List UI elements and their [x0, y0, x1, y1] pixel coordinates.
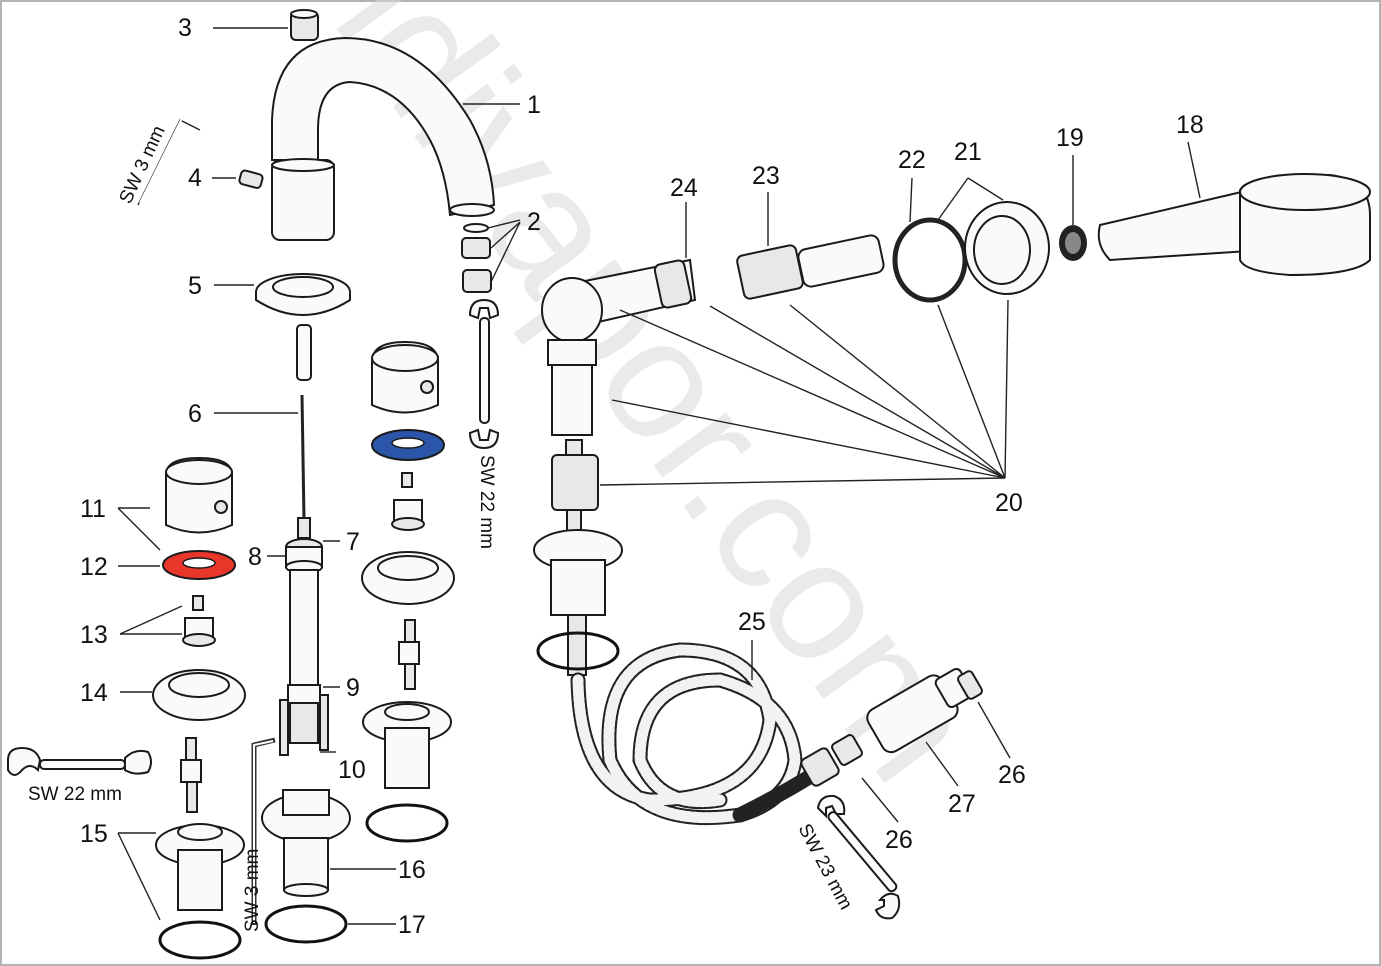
callout-15: 15: [80, 820, 108, 848]
callout-14: 14: [80, 679, 108, 707]
callout-6: 6: [188, 400, 202, 428]
callout-17: 17: [398, 911, 426, 939]
pin: [296, 324, 312, 381]
callout-20: 20: [995, 489, 1023, 517]
handle-cold: [371, 340, 439, 414]
callout-5: 5: [188, 272, 202, 300]
tool-label-sw3-bottom: SW 3 mm: [242, 849, 263, 932]
callout-11: 11: [80, 495, 106, 523]
callout-16: 16: [398, 856, 426, 884]
callout-22: 22: [898, 146, 926, 174]
callout-25: 25: [738, 608, 766, 636]
tool-label-sw22-vertical: SW 22 mm: [476, 455, 497, 549]
rosette-hot-part-12: [162, 550, 236, 580]
wrench-sw22-horizontal: [7, 746, 152, 776]
leader-lines: [117, 27, 1201, 925]
connector-part-26-a: [800, 734, 863, 787]
callout-2: 2: [527, 208, 541, 236]
callout-21: 21: [954, 138, 982, 166]
callout-18: 18: [1176, 111, 1204, 139]
callout-10: 10: [338, 756, 366, 784]
screw-part-10-b: [319, 694, 329, 751]
lift-rod-part-6: [300, 394, 306, 521]
callout-3: 3: [178, 14, 192, 42]
callout-26-upper: 26: [998, 761, 1026, 789]
callout-24: 24: [670, 174, 698, 202]
seal-part-22: [892, 217, 968, 303]
callout-26-lower: 26: [885, 826, 913, 854]
flange-cold: [361, 551, 455, 605]
flange-part-14: [152, 669, 246, 721]
nut-part-21: [964, 201, 1050, 295]
callout-23: 23: [752, 162, 780, 190]
shank-assembly: [533, 339, 623, 676]
tool-label-sw22-horizontal: SW 22 mm: [28, 784, 122, 805]
callout-27: 27: [948, 790, 976, 818]
callout-1: 1: [527, 91, 541, 119]
wrench-sw23: [816, 794, 901, 920]
grub-screw-part-4: [238, 169, 264, 189]
diverter-cartridge: [285, 517, 323, 744]
spindle-screw-part-13: [182, 595, 216, 647]
o-ring-part-17: [264, 904, 348, 944]
callout-9: 9: [346, 674, 360, 702]
valve-cold: [362, 619, 452, 843]
valve-part-15: [155, 737, 245, 960]
callout-4: 4: [188, 164, 202, 192]
spout-part-1: [271, 36, 496, 241]
wrench-sw22-vertical: [468, 298, 500, 450]
handshower-part-18: [1097, 173, 1371, 277]
callout-8: 8: [248, 543, 262, 571]
callout-13: 13: [80, 621, 108, 649]
callout-7: 7: [346, 528, 360, 556]
screw-part-10-a: [279, 699, 289, 756]
callout-19: 19: [1056, 124, 1084, 152]
rosette-cold: [371, 429, 445, 461]
callout-12: 12: [80, 553, 108, 581]
swivel-part-23: [736, 234, 885, 300]
escutcheon-part-5: [255, 273, 351, 316]
spindle-screw-cold: [391, 472, 425, 531]
cap-part-3: [290, 9, 319, 41]
connector-part-26-b: [957, 670, 983, 700]
handle-hot-part-11: [165, 456, 233, 534]
sieve-part-19: [1059, 225, 1087, 261]
body-part-16: [261, 789, 351, 897]
